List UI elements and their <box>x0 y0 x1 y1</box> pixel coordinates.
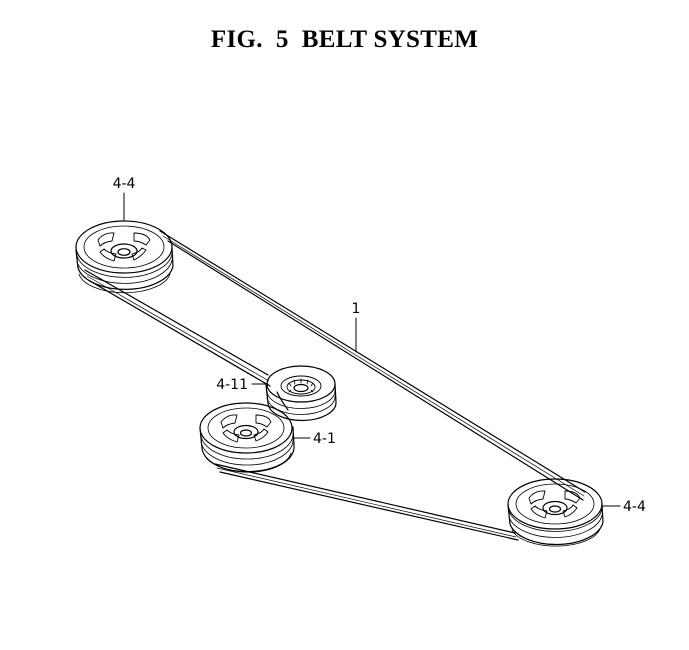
callout-pulley-bottom-right: 4-4 <box>601 499 646 515</box>
callout-label-belt: 1 <box>352 301 361 317</box>
callout-pulley-top-left: 4-4 <box>113 176 136 221</box>
callout-drive-pulley: 4-1 <box>293 431 336 447</box>
callout-label-drive-pulley: 4-1 <box>313 431 336 447</box>
callout-idler-pulley: 4-11 <box>216 377 269 393</box>
figure-title: FIG. 5 BELT SYSTEM <box>210 26 479 53</box>
callout-label-pulley-top-left: 4-4 <box>113 176 136 192</box>
callout-label-idler-pulley: 4-11 <box>216 377 248 393</box>
callout-label-pulley-bottom-right: 4-4 <box>623 499 646 515</box>
pulley-bottom-right <box>507 478 604 547</box>
idler-pulley <box>265 365 337 422</box>
callout-belt: 1 <box>352 301 361 353</box>
drive-pulley <box>199 402 295 473</box>
pulley-top-left <box>75 220 174 294</box>
belt <box>84 230 586 541</box>
